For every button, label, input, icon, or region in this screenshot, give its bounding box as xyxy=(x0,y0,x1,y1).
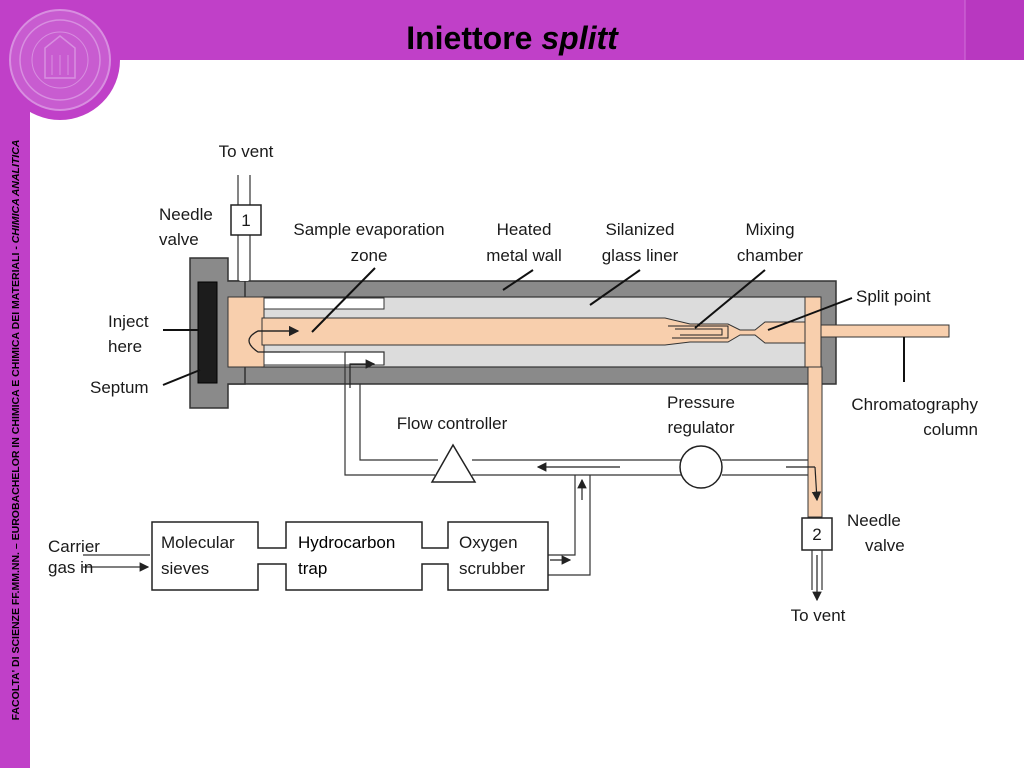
label-pressure-b: regulator xyxy=(667,418,734,437)
label-molecular-b: sieves xyxy=(161,559,209,578)
label-sample-evap-a: Sample evaporation xyxy=(293,220,444,239)
label-chrom-b: column xyxy=(923,420,978,439)
septum xyxy=(197,281,218,384)
university-seal-logo xyxy=(0,0,120,120)
label-pressure-a: Pressure xyxy=(667,393,735,412)
purification-train xyxy=(151,521,549,591)
label-heated-metal-a: Heated xyxy=(497,220,552,239)
slide-title: Iniettore splitt xyxy=(0,18,1024,58)
needle-valve-2 xyxy=(801,517,833,551)
inlet-flow-arrow xyxy=(248,330,300,353)
label-flow-controller: Flow controller xyxy=(397,414,508,433)
title-italic: splitt xyxy=(541,20,618,56)
label-heated-metal-b: metal wall xyxy=(486,246,562,265)
label-leader-lines xyxy=(162,267,905,386)
label-needle-valve-2-b: valve xyxy=(865,536,905,555)
label-carrier-b: gas in xyxy=(48,558,93,577)
label-needle-valve-2-a: Needle xyxy=(847,511,901,530)
flow-controller-triangle xyxy=(430,443,477,483)
label-septum: Septum xyxy=(90,378,149,397)
label-inject-b: here xyxy=(108,337,142,356)
valve-2-number: 2 xyxy=(812,525,821,544)
label-split-point: Split point xyxy=(856,287,931,306)
label-oxygen-a: Oxygen xyxy=(459,533,518,552)
label-sample-evap-b: zone xyxy=(351,246,388,265)
label-chrom-a: Chromatography xyxy=(851,395,978,414)
upper-shelf xyxy=(263,297,385,310)
lower-shelf xyxy=(263,351,385,366)
split-vent-tube xyxy=(807,366,823,518)
needle-valve-1 xyxy=(230,204,262,236)
valve-1-number: 1 xyxy=(241,211,250,230)
chromatography-column xyxy=(820,324,950,338)
title-main: Iniettore xyxy=(406,20,533,56)
label-mixing-a: Mixing xyxy=(745,220,794,239)
label-hydrocarbon-b: trap xyxy=(298,559,327,578)
carrier-gas-tubing xyxy=(344,351,808,576)
label-oxygen-b: scrubber xyxy=(459,559,525,578)
pressure-regulator-circle xyxy=(679,445,723,489)
label-mixing-b: chamber xyxy=(737,246,803,265)
label-carrier-a: Carrier xyxy=(48,537,100,556)
label-needle-valve-1-b: valve xyxy=(159,230,199,249)
label-to-vent-bottom: To vent xyxy=(791,606,846,625)
label-silanized-a: Silanized xyxy=(606,220,675,239)
inlet-peach xyxy=(227,296,265,368)
label-molecular-a: Molecular xyxy=(161,533,235,552)
label-hydrocarbon-a: Hydrocarbon xyxy=(298,533,395,552)
sidebar-bar xyxy=(0,0,30,768)
label-needle-valve-1-a: Needle xyxy=(159,205,213,224)
header-bar xyxy=(0,0,1024,60)
label-silanized-b: glass liner xyxy=(602,246,679,265)
label-inject-a: Inject xyxy=(108,312,149,331)
split-column-peach xyxy=(804,296,822,368)
label-to-vent-top: To vent xyxy=(219,142,274,161)
